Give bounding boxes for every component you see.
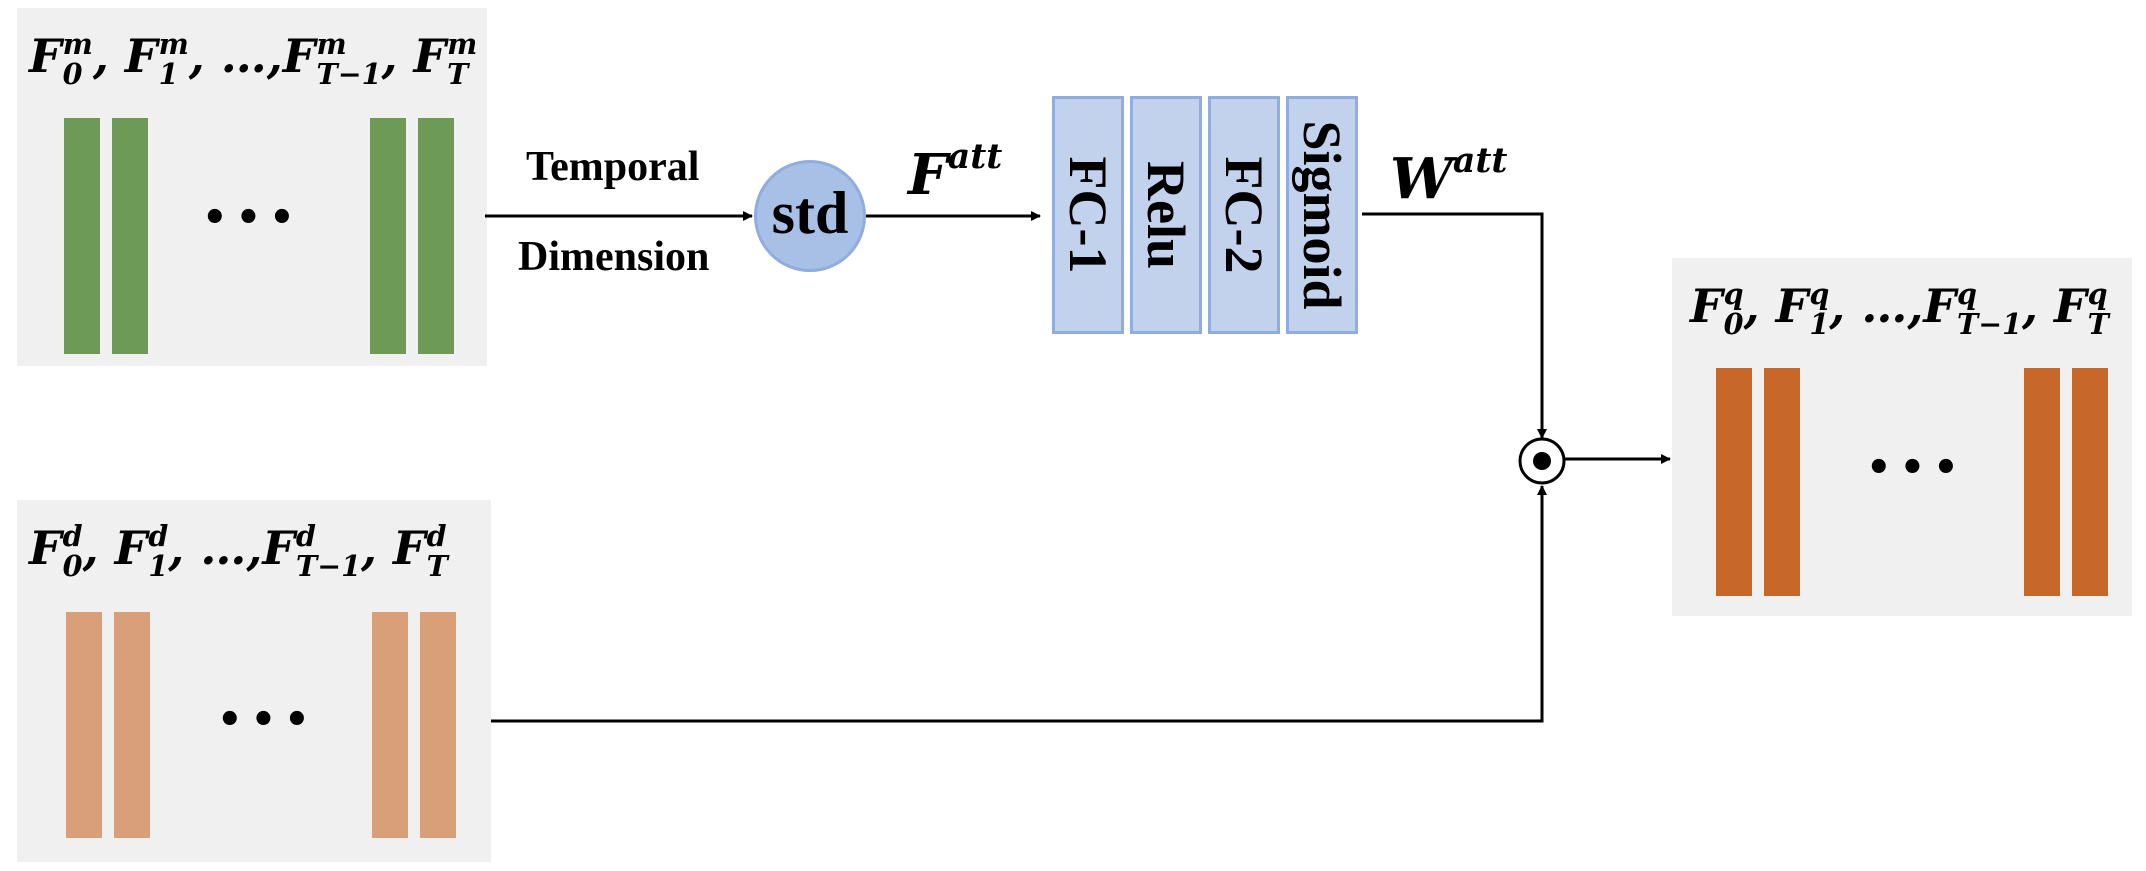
std-node: std: [754, 160, 866, 272]
motion-bar-0: [64, 118, 100, 354]
depth-bar-0: [66, 612, 102, 838]
relu-label: Relu: [1136, 161, 1196, 269]
depth-ellipsis-dots: •••: [217, 697, 318, 743]
arrow-watt-to-operator: [1362, 212, 1547, 439]
arrow-depth-to-operator: [491, 485, 1547, 723]
fc1-label: FC-1: [1058, 156, 1118, 274]
motion-bar-1: [112, 118, 148, 354]
relu-block: Relu: [1130, 96, 1202, 334]
motion-bar-t-minus-1: [370, 118, 406, 354]
output-bar-1: [1764, 368, 1800, 596]
output-ellipsis-dots: •••: [1866, 445, 1967, 491]
motion-ellipsis-dots: •••: [202, 195, 303, 241]
depth-bar-t: [420, 612, 456, 838]
fc2-label: FC-2: [1214, 156, 1274, 274]
depth-bar-t-minus-1: [372, 612, 408, 838]
output-bar-0: [1716, 368, 1752, 596]
temporal-label: Temporal: [526, 144, 700, 190]
hadamard-operator-dot: [1533, 452, 1551, 470]
depth-bar-1: [114, 612, 150, 838]
dimension-label: Dimension: [518, 234, 710, 280]
fc1-block: FC-1: [1052, 96, 1124, 334]
f-att-label: Fatt: [908, 136, 1003, 209]
output-bar-t: [2072, 368, 2108, 596]
fc2-block: FC-2: [1208, 96, 1280, 334]
sigmoid-block: Sigmoid: [1286, 96, 1358, 334]
w-att-label: Watt: [1390, 140, 1508, 213]
sigmoid-label: Sigmoid: [1292, 120, 1352, 310]
std-label: std: [771, 180, 849, 246]
output-bar-t-minus-1: [2024, 368, 2060, 596]
motion-bar-t: [418, 118, 454, 354]
